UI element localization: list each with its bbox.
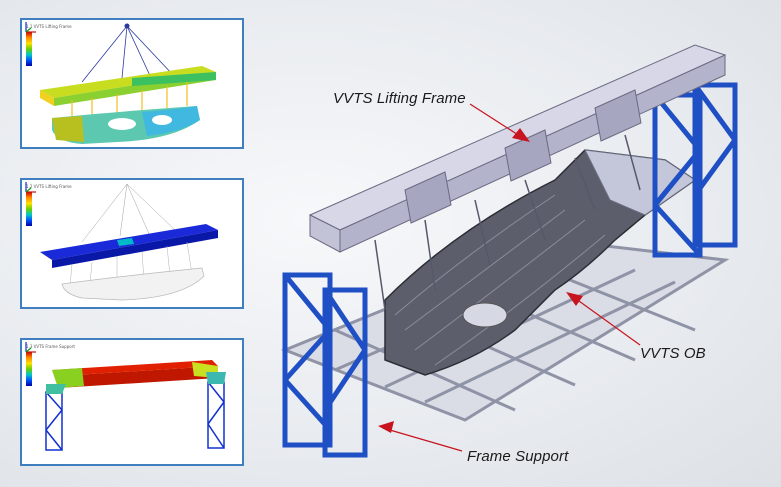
callout-lifting-frame: VVTS Lifting Frame [333, 90, 466, 107]
fea-lifting-frame-render [40, 183, 218, 301]
fea-panel-lifting-frame-stress: 1.1 VVTS Lifting Frame [20, 18, 244, 149]
callout-frame-support: Frame Support [467, 448, 569, 465]
color-scale-bar [26, 352, 32, 386]
fea-legend: 1.3 VVTS Frame Support [26, 344, 75, 386]
axis-triad-icon [25, 182, 36, 193]
callout-vvts-ob: VVTS OB [640, 345, 706, 362]
color-scale-bar [26, 32, 32, 66]
vvts-ob-part [384, 149, 697, 376]
axis-triad-icon [25, 342, 36, 353]
frame-support-right [652, 82, 738, 258]
axis-triad-icon [25, 22, 36, 33]
fea-lifting-frame-render [40, 23, 216, 144]
fea-legend-title: 1.2 VVTS Lifting Frame [26, 184, 72, 189]
fea-legend-title: 1.1 VVTS Lifting Frame [26, 24, 72, 29]
fea-frame-support-render [45, 360, 226, 451]
vvts-assembly-render [280, 44, 738, 458]
frame-support-left [282, 272, 368, 458]
fea-legend: 1.2 VVTS Lifting Frame [26, 184, 72, 226]
fea-panel-frame-support: 1.3 VVTS Frame Support [20, 338, 244, 466]
fea-legend-title: 1.3 VVTS Frame Support [26, 344, 75, 349]
fea-panel-lifting-frame-displacement: 1.2 VVTS Lifting Frame [20, 178, 244, 309]
fea-legend: 1.1 VVTS Lifting Frame [26, 24, 72, 66]
color-scale-bar [26, 192, 32, 226]
